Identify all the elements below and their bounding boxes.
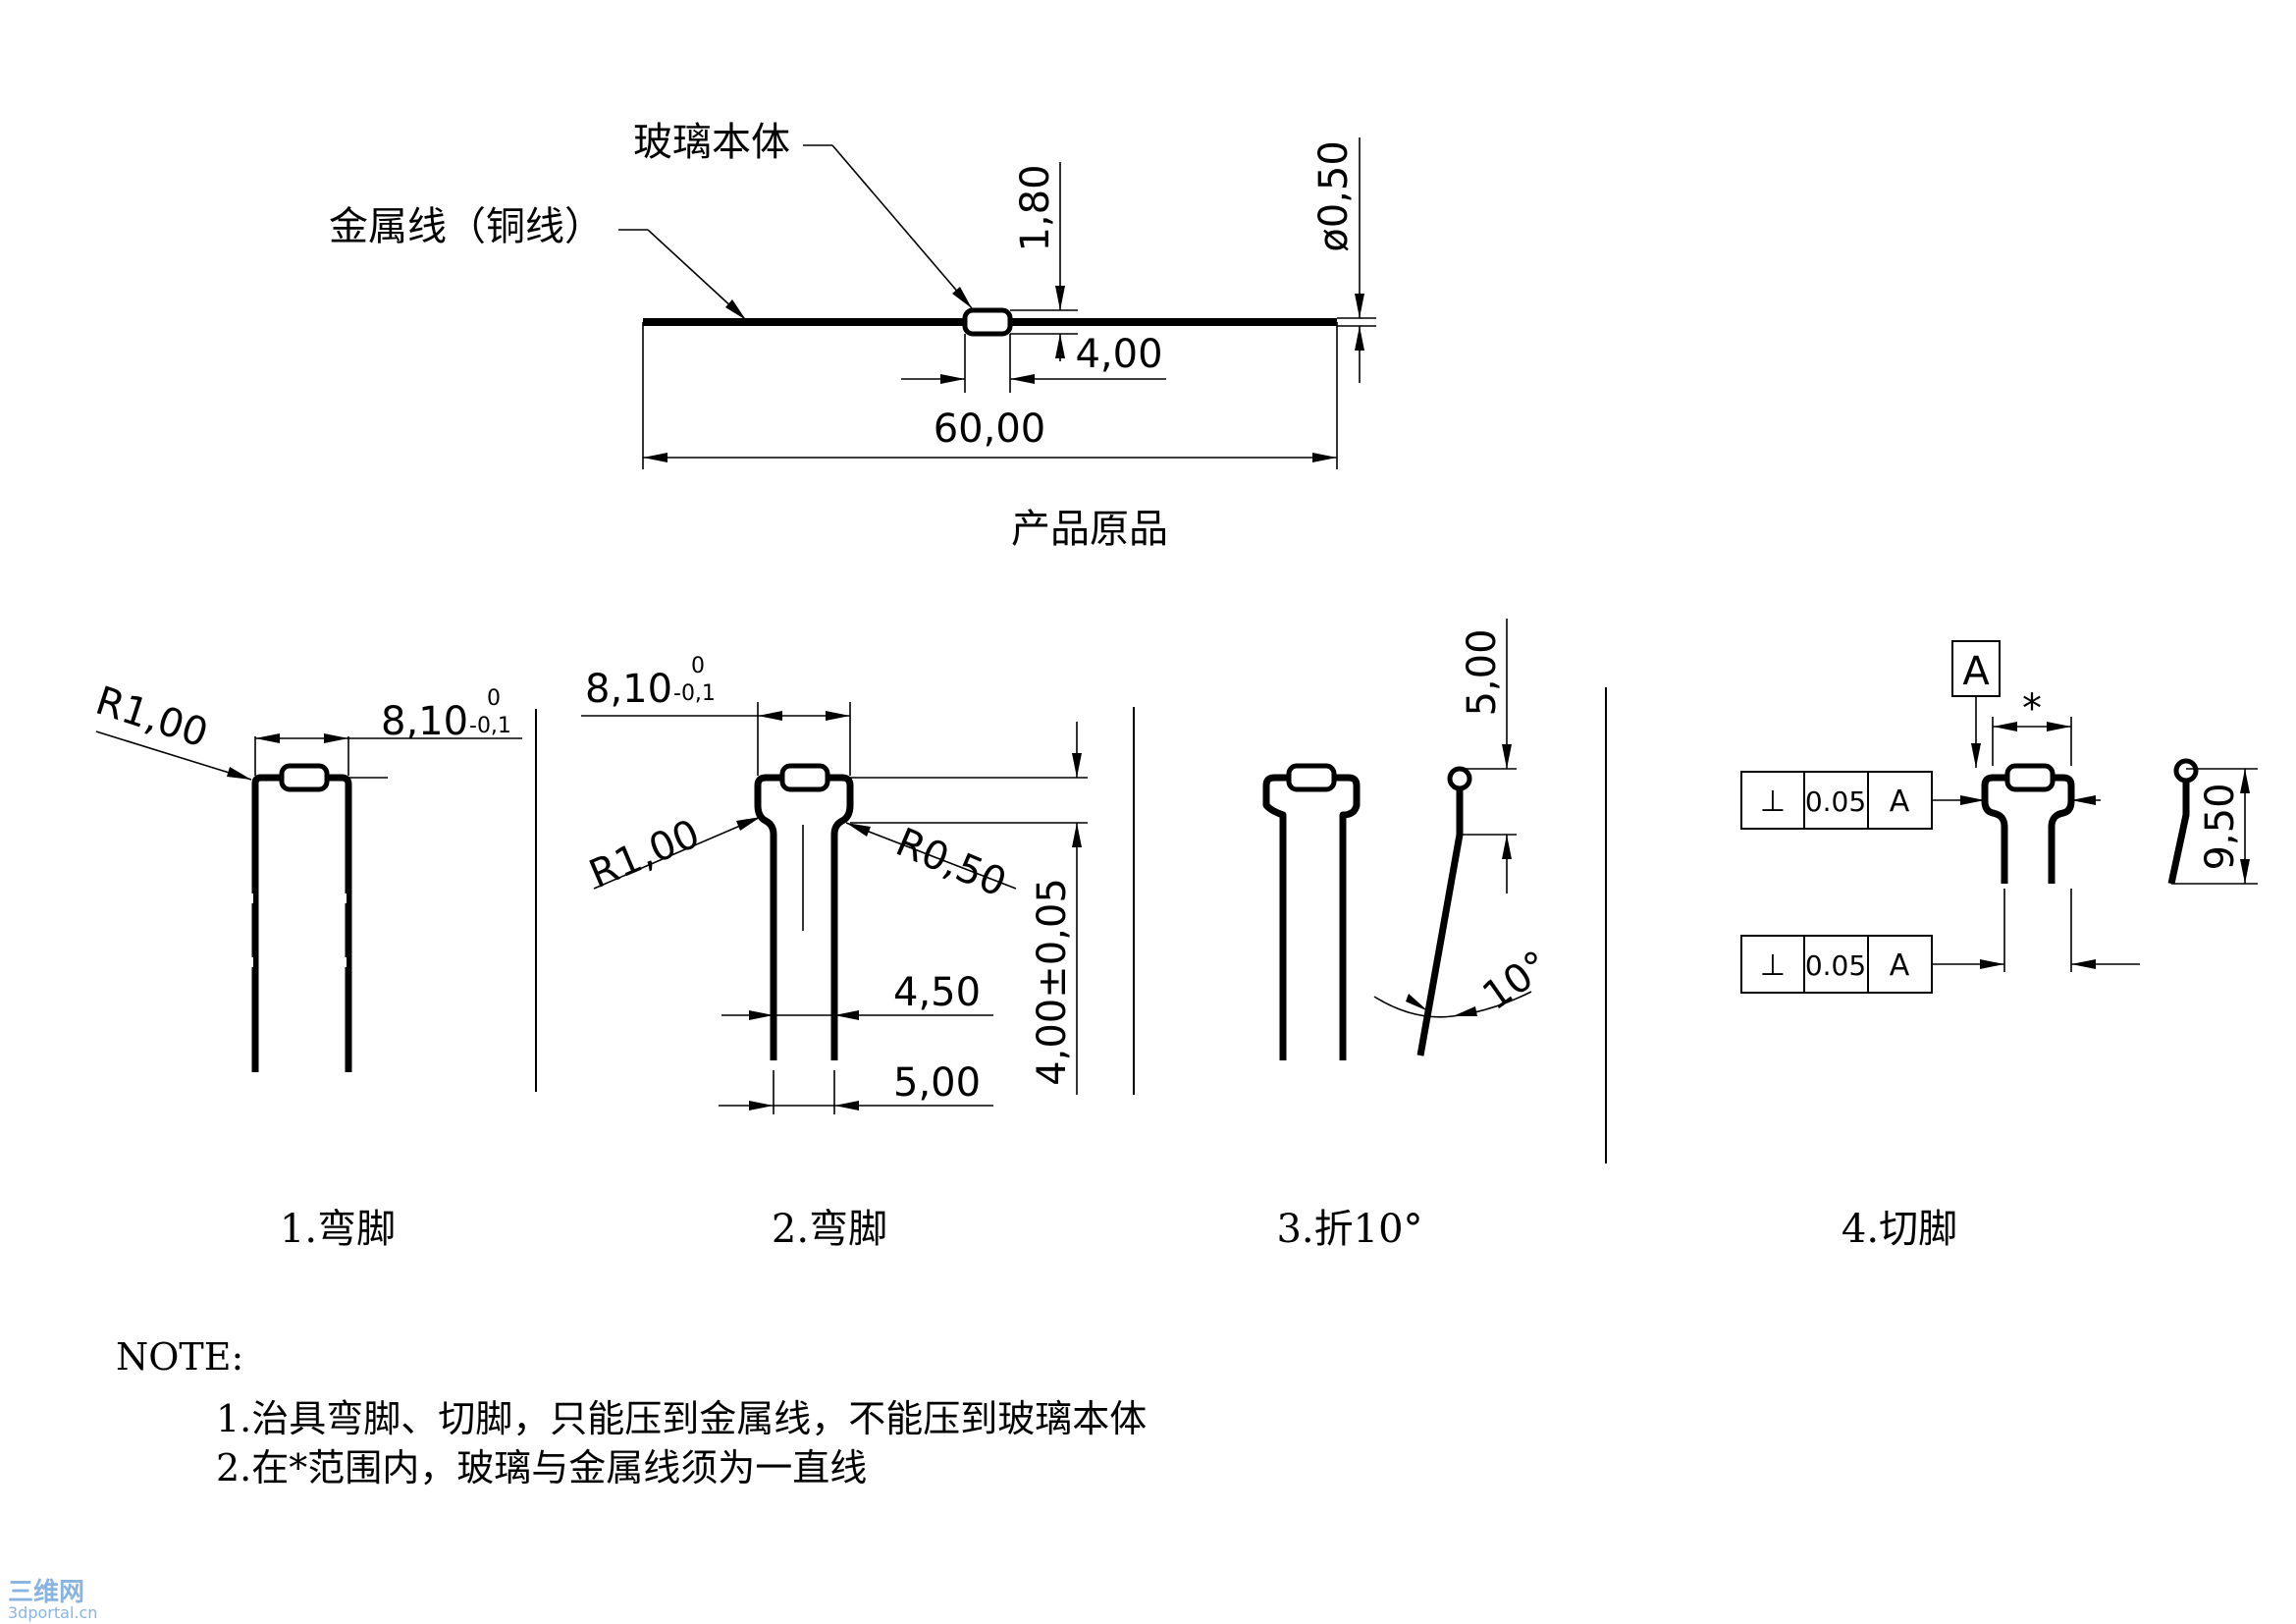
fcf-top-symbol: ⊥ <box>1760 785 1786 819</box>
notes-line2: 2.在*范围内，玻璃与金属线须为一直线 <box>216 1446 867 1489</box>
step1-tol-lower: -0,1 <box>469 714 511 738</box>
step4-height-label: 9,50 <box>2198 783 2243 870</box>
fcf-bottom-symbol: ⊥ <box>1760 948 1786 983</box>
step3-height-label: 5,00 <box>1460 628 1505 716</box>
step1-tol-upper: 0 <box>487 686 501 711</box>
dim-body-height: 1,80 <box>1013 164 1058 251</box>
notes-title: NOTE: <box>116 1335 243 1379</box>
watermark-site: 3dportal.cn <box>8 1603 97 1622</box>
step4-tilted-wire <box>2167 781 2190 885</box>
star-label: * <box>2022 686 2042 731</box>
step1-bent-wire <box>251 774 352 1072</box>
fcf-bottom-ref: A <box>1890 948 1910 983</box>
step4-caption: 4.切脚 <box>1842 1207 1957 1252</box>
notes: NOTE: 1.治具弯脚、切脚，只能压到金属线，不能压到玻璃本体 2.在*范围内… <box>116 1335 1147 1489</box>
step3-angle-label: 10° <box>1474 943 1557 1019</box>
product-view: 60,00 4,00 1,80 ø0,50 玻璃本体 金属线（铜线） 产品原品 <box>329 120 1376 552</box>
step1-caption: 1.弯脚 <box>280 1207 396 1252</box>
datum-label: A <box>1962 649 1990 694</box>
step2-width-label: 8,10 <box>585 667 672 712</box>
step3-bent-wire <box>1262 774 1361 1060</box>
notes-line1: 1.治具弯脚、切脚，只能压到金属线，不能压到玻璃本体 <box>216 1397 1147 1440</box>
step2-dim1-label: 4,50 <box>893 970 981 1015</box>
label-glass-body: 玻璃本体 <box>633 120 790 165</box>
step4-bent-wire <box>1981 774 2075 884</box>
step2-radius2-label: R0,50 <box>889 820 1013 906</box>
fcf-bottom: ⊥ 0.05 A <box>1740 935 1933 994</box>
watermark-brand: 三维网 <box>8 1577 84 1607</box>
step1-view: 8,10 0 -0,1 R1,00 1.弯脚 <box>90 678 537 1252</box>
step3-side-circle <box>1447 766 1472 791</box>
step2-dim2-label: 5,00 <box>893 1060 981 1106</box>
step2-caption: 2.弯脚 <box>772 1207 887 1252</box>
fcf-top: ⊥ 0.05 A <box>1740 771 1933 830</box>
step2-radius1-label: R1,00 <box>583 811 707 897</box>
step4-side-circle <box>2173 758 2199 784</box>
step2-glass-body <box>779 763 830 792</box>
step2-tol-lower: -0,1 <box>673 681 716 706</box>
step2-view: 8,10 0 -0,1 R1,00 R0,50 4,00±0,05 4,50 5… <box>581 654 1135 1252</box>
dim-total-length: 60,00 <box>934 406 1046 452</box>
step4-glass-body <box>2004 763 2056 792</box>
step1-radius-label: R1,00 <box>90 678 213 757</box>
step3-caption: 3.折10° <box>1276 1207 1422 1252</box>
step4-view: A * ⊥ 0.05 A ⊥ 0.05 A <box>1740 640 2258 1252</box>
step1-glass-body <box>279 763 330 792</box>
step3-view: 5,00 10° 3.折10° <box>1262 619 1607 1252</box>
glass-body <box>962 307 1013 337</box>
dim-wire-diameter: ø0,50 <box>1311 140 1357 252</box>
watermark: 三维网 3dportal.cn <box>8 1577 97 1622</box>
step1-width-label: 8,10 <box>381 699 468 744</box>
step3-glass-body <box>1286 763 1337 792</box>
caption-product: 产品原品 <box>1011 507 1168 552</box>
step2-height-label: 4,00±0,05 <box>1030 878 1075 1086</box>
fcf-top-tol: 0.05 <box>1805 785 1866 818</box>
label-metal-wire: 金属线（铜线） <box>329 204 604 249</box>
fcf-top-ref: A <box>1890 785 1910 819</box>
fcf-bottom-tol: 0.05 <box>1805 949 1866 982</box>
step2-tol-upper: 0 <box>691 654 705 678</box>
step2-bent-wire <box>754 774 854 1060</box>
dim-body-length: 4,00 <box>1075 332 1162 377</box>
